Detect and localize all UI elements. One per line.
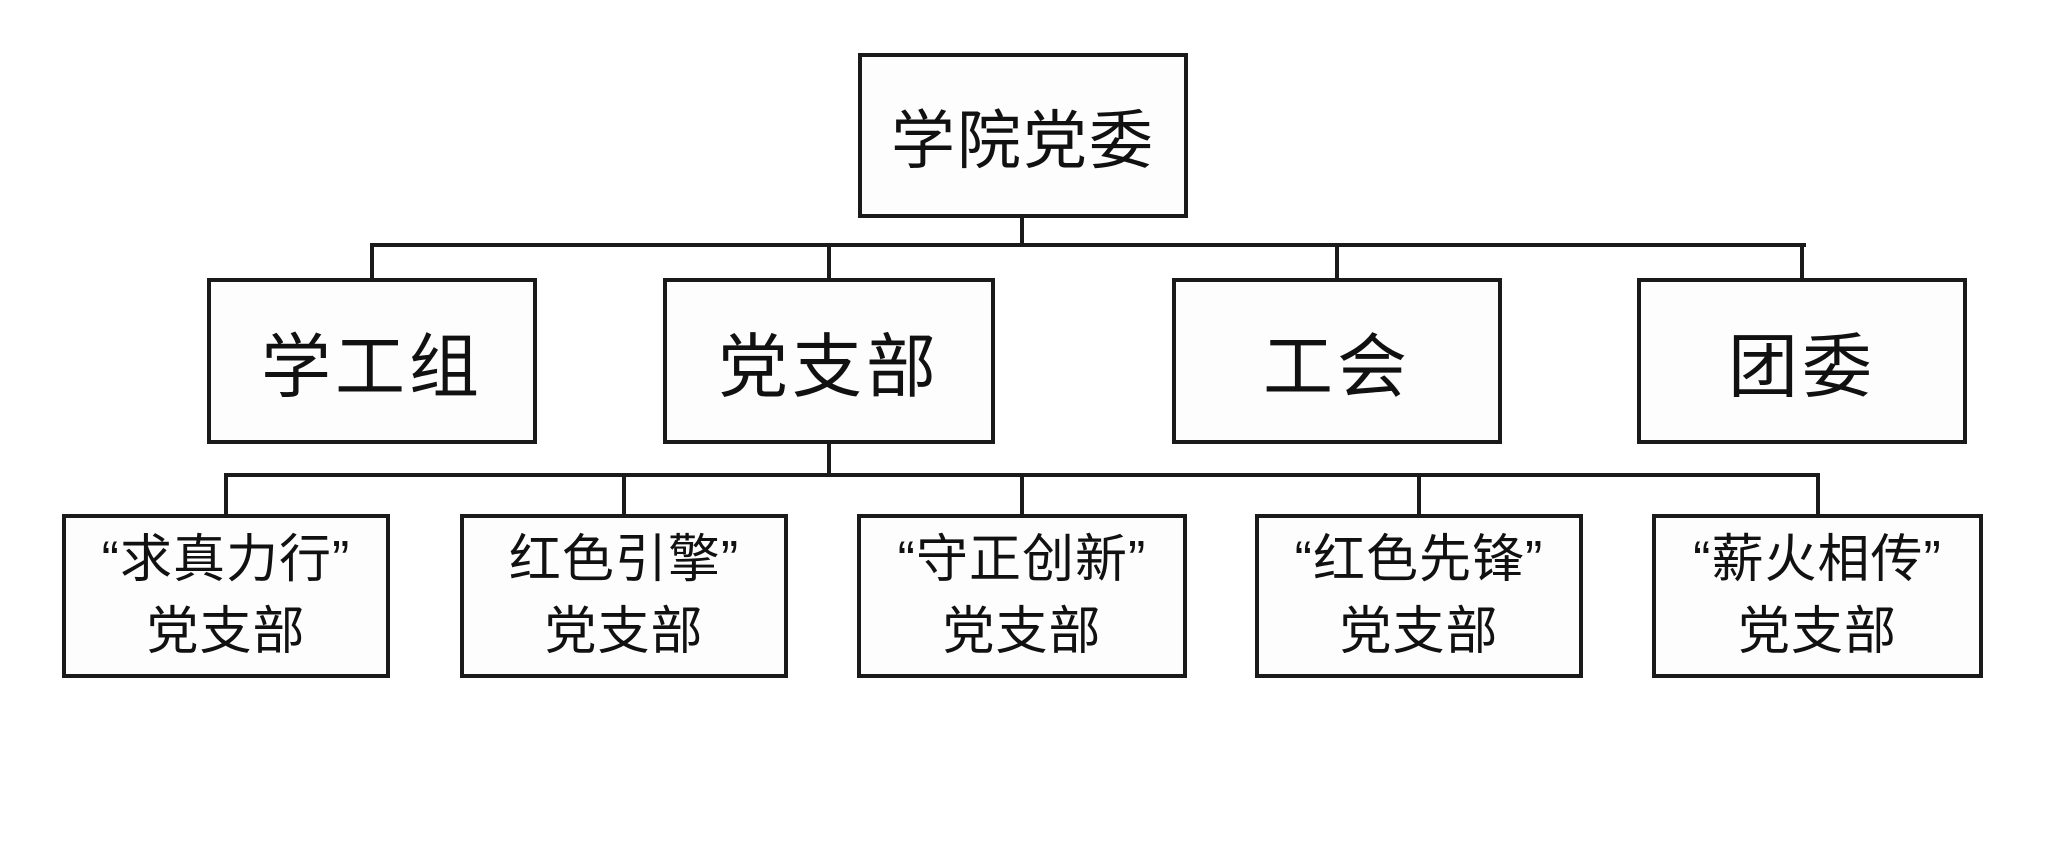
node-party-branch: 党支部	[663, 278, 995, 444]
node-branch-xinhuo-xiangchuan: “薪火相传” 党支部	[1652, 514, 1983, 678]
node-branch-shouzheng-chuangxin: “守正创新” 党支部	[857, 514, 1187, 678]
connector-drop-party-branch	[827, 243, 831, 280]
node-label-line2: 党支部	[146, 603, 306, 661]
node-label: 红色引擎” 党支部	[509, 524, 739, 668]
connector-drop-branch-3	[1020, 473, 1024, 516]
connector-drop-branch-5	[1816, 473, 1820, 516]
node-labor-union: 工会	[1172, 278, 1502, 444]
connector-drop-labor-union	[1335, 243, 1339, 280]
node-label-line2: 党支部	[1339, 603, 1499, 661]
node-label-line1: “求真力行”	[101, 531, 351, 589]
node-branch-qiuzhen-lixing: “求真力行” 党支部	[62, 514, 390, 678]
node-student-affairs-group: 学工组	[207, 278, 537, 444]
node-label-line1: “守正创新”	[897, 531, 1147, 589]
node-label-line2: 党支部	[1737, 603, 1897, 661]
node-label: 党支部	[718, 329, 940, 407]
connector-drop-branch-4	[1417, 473, 1421, 516]
node-label-line1: 红色引擎”	[508, 531, 740, 589]
connector-drop-student-affairs	[370, 243, 374, 280]
node-label: 团委	[1728, 329, 1876, 407]
node-college-party-committee: 学院党委	[858, 53, 1188, 218]
connector-drop-branch-1	[224, 473, 228, 516]
node-label-line2: 党支部	[942, 603, 1102, 661]
node-label: 学院党委	[891, 105, 1155, 177]
connector-drop-youth-league	[1800, 243, 1804, 280]
connector-drop-branch-2	[622, 473, 626, 516]
node-youth-league-committee: 团委	[1637, 278, 1967, 444]
node-branch-hongse-xianfeng: “红色先锋” 党支部	[1255, 514, 1583, 678]
node-label: “红色先锋” 党支部	[1295, 524, 1544, 668]
node-label: “求真力行” 党支部	[102, 524, 351, 668]
node-label-line2: 党支部	[544, 603, 704, 661]
node-label-line1: “红色先锋”	[1294, 531, 1544, 589]
node-label: “守正创新” 党支部	[898, 524, 1147, 668]
node-label: “薪火相传” 党支部	[1693, 524, 1942, 668]
node-label: 学工组	[261, 329, 483, 407]
connector-level2-horizontal	[370, 243, 1806, 247]
node-branch-hongse-yinqing: 红色引擎” 党支部	[460, 514, 788, 678]
node-label-line1: “薪火相传”	[1693, 531, 1942, 589]
connector-root-stub	[1020, 218, 1024, 247]
node-label: 工会	[1263, 329, 1411, 407]
connector-party-branch-stub	[827, 444, 831, 477]
